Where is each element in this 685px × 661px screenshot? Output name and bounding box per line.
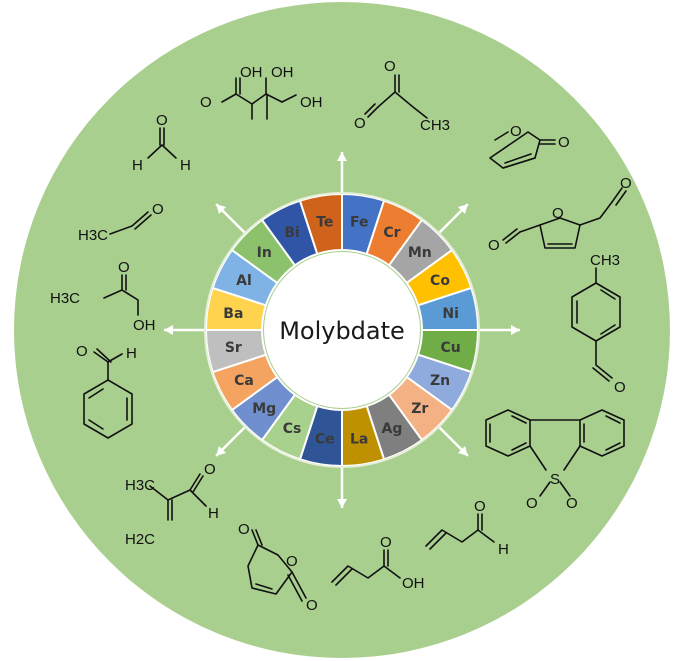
- molecule-acetaldehyde: H3C O: [78, 201, 164, 244]
- element-label-bi: Bi: [284, 225, 299, 241]
- atom-s: S: [550, 471, 560, 488]
- element-label-ni: Ni: [442, 306, 459, 322]
- atom-oh: OH: [300, 94, 323, 111]
- element-label-in: In: [257, 245, 272, 261]
- atom-ch3: H3C: [125, 477, 155, 494]
- molecule-tolualdehyde: CH3 O: [571, 252, 626, 396]
- center-label: Molybdate: [279, 317, 405, 345]
- arrow-4: [337, 468, 347, 508]
- molecule-acrolein: O H: [425, 498, 509, 558]
- element-label-zr: Zr: [411, 401, 428, 417]
- atom-h: H: [180, 157, 191, 174]
- molecule-formaldehyde: O H H: [132, 112, 191, 174]
- atom-o: O: [156, 112, 168, 129]
- element-label-co: Co: [430, 273, 450, 289]
- element-label-sr: Sr: [225, 340, 242, 356]
- atom-o: O: [204, 461, 216, 478]
- element-label-la: La: [350, 432, 368, 448]
- arrow-7: [215, 203, 246, 234]
- molecule-dibenzothiophene-dioxide: S O O: [485, 409, 625, 512]
- element-label-ca: Ca: [234, 373, 254, 389]
- atom-o: O: [510, 123, 522, 140]
- atom-o: O: [152, 201, 164, 218]
- element-label-ce: Ce: [315, 432, 335, 448]
- atom-h: H: [498, 541, 509, 558]
- atom-oh: OH: [402, 575, 425, 592]
- atom-ch3: H3C: [78, 227, 108, 244]
- atom-o: O: [118, 259, 130, 276]
- atom-o: O: [620, 175, 632, 192]
- arrow-0: [337, 152, 347, 192]
- element-label-cr: Cr: [383, 225, 400, 241]
- molecule-furandicarbaldehyde: O O O: [488, 175, 632, 254]
- atom-oh: OH: [240, 64, 263, 81]
- arrow-1: [438, 203, 469, 234]
- element-label-ag: Ag: [382, 421, 403, 437]
- atom-h: H: [208, 505, 219, 522]
- atom-h: H: [126, 345, 137, 362]
- element-label-cs: Cs: [283, 421, 302, 437]
- atom-o: O: [526, 495, 538, 512]
- element-label-zn: Zn: [430, 373, 450, 389]
- atom-o: O: [286, 553, 298, 570]
- atom-o: O: [380, 534, 392, 551]
- element-label-mn: Mn: [408, 245, 432, 261]
- atom-ch2: H2C: [125, 531, 155, 548]
- element-label-ba: Ba: [223, 306, 243, 322]
- atom-o: O: [614, 379, 626, 396]
- ring-segment-te: [298, 192, 343, 256]
- arrow-6: [164, 325, 204, 335]
- atom-ch3: CH3: [590, 252, 620, 269]
- atom-o: O: [384, 58, 396, 75]
- element-label-cu: Cu: [441, 340, 461, 356]
- molecule-maleic-acid: OH OH O OH: [200, 64, 323, 120]
- atom-oh: OH: [133, 317, 156, 334]
- atom-ch3: H3C: [50, 290, 80, 307]
- arrow-5: [215, 426, 246, 457]
- atom-o: O: [488, 237, 500, 254]
- atom-h: H: [132, 157, 143, 174]
- atom-o: O: [566, 495, 578, 512]
- molecule-maleic-anhydride: O O O: [238, 521, 318, 614]
- molecule-benzaldehyde: O H: [76, 343, 137, 439]
- arrow-2: [480, 325, 520, 335]
- atom-o: O: [558, 134, 570, 151]
- center-circle: [264, 252, 420, 408]
- arrow-3: [438, 426, 469, 457]
- element-label-fe: Fe: [350, 214, 369, 230]
- molecule-acrylic-acid: O OH: [331, 534, 425, 592]
- atom-o: O: [552, 205, 564, 222]
- arrows: [164, 152, 520, 508]
- atom-o: O: [354, 115, 366, 132]
- element-label-al: Al: [236, 273, 252, 289]
- molecule-furanone: O O: [489, 123, 570, 169]
- ring-rim: [204, 192, 480, 468]
- atom-o: O: [306, 597, 318, 614]
- atom-o: O: [200, 94, 212, 111]
- atom-o: O: [76, 343, 88, 360]
- element-label-te: Te: [316, 214, 333, 230]
- atom-oh: OH: [271, 64, 294, 81]
- atom-ch3: CH3: [420, 117, 450, 134]
- atom-o: O: [474, 498, 486, 515]
- molecule-methylglyoxal: O O CH3: [354, 58, 450, 134]
- element-label-mg: Mg: [252, 401, 276, 417]
- molecule-acetic-acid: H3C O OH: [50, 259, 156, 334]
- atom-o: O: [238, 521, 250, 538]
- molecule-methacrolein: H3C H2C O H: [125, 461, 219, 548]
